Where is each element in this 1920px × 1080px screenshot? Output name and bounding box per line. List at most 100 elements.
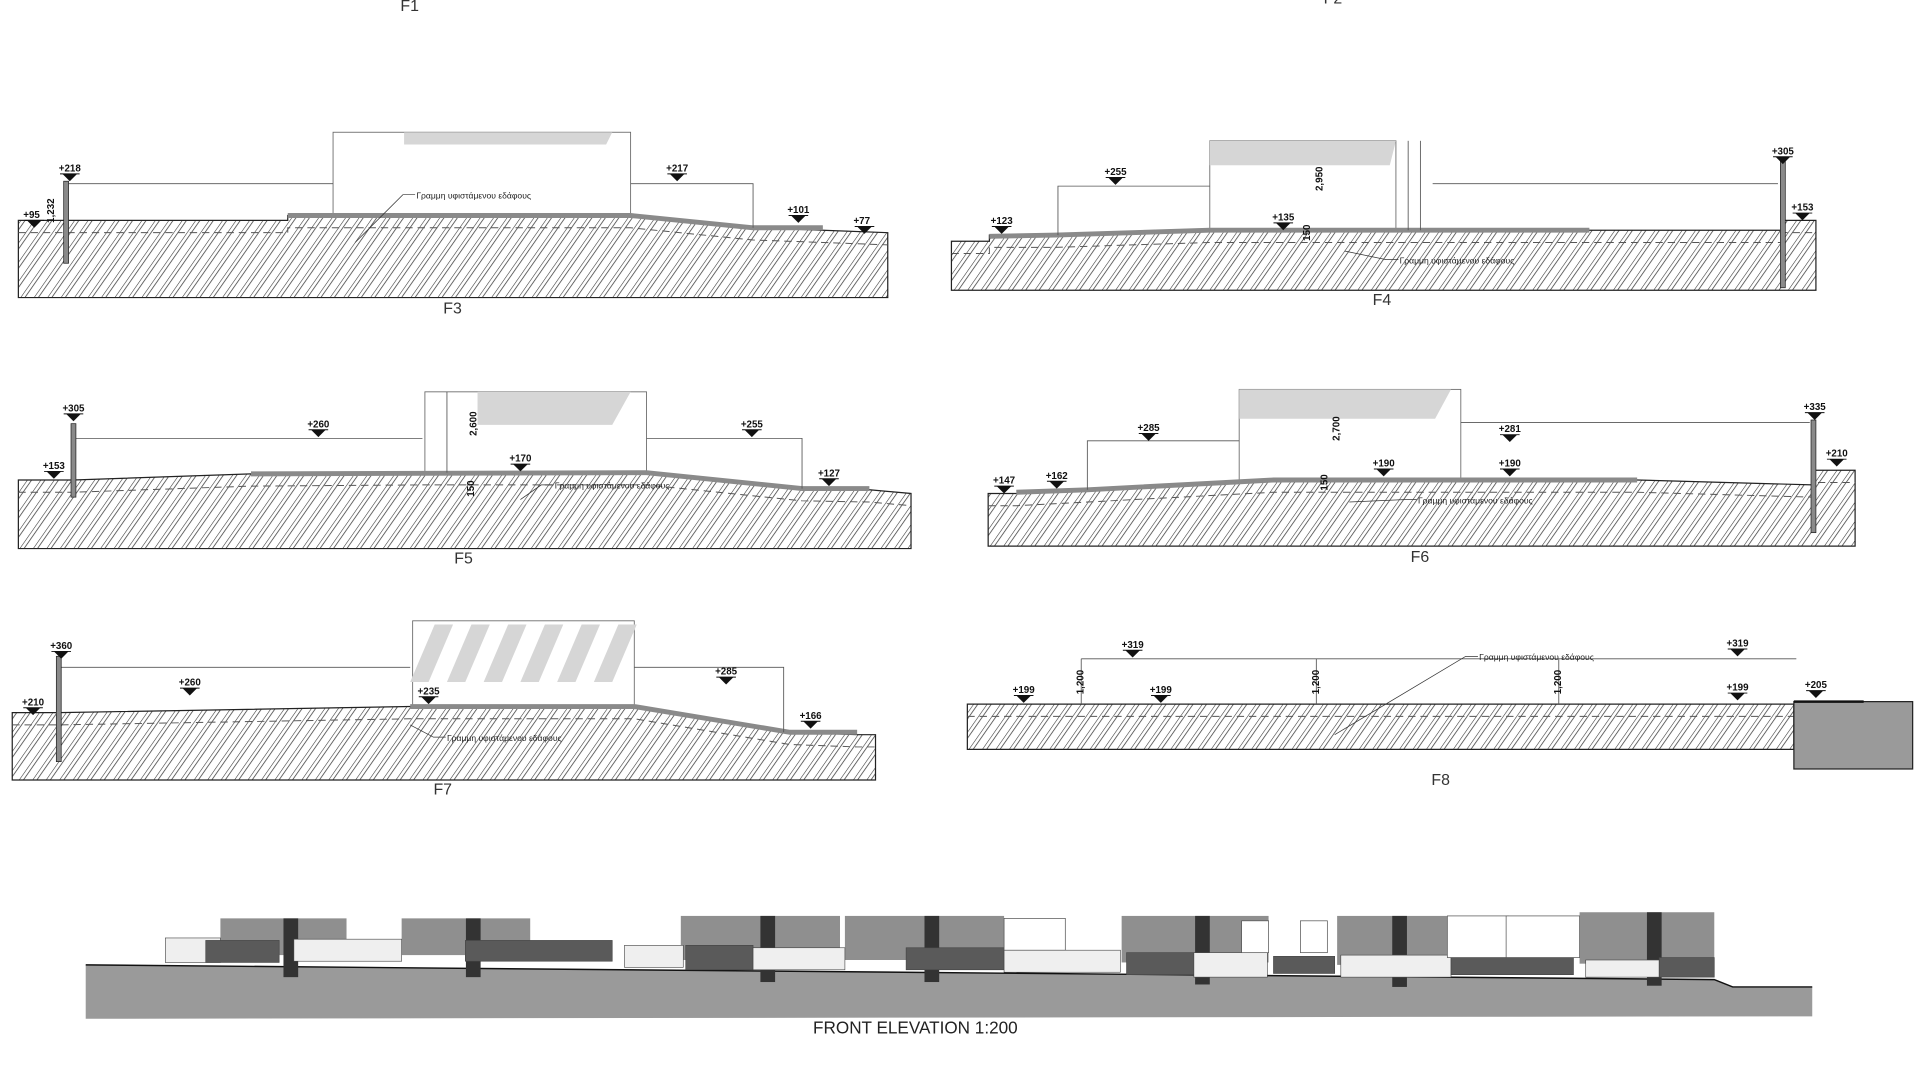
level-label: +199 [1727,683,1750,694]
dimension-label: 150 [466,480,477,497]
building-shade [1209,140,1396,166]
existing-ground-label: Γραμμη υφιστάμενου εδάφους [447,733,562,743]
house-window-block [1505,915,1580,958]
level-label: +255 [1104,167,1127,178]
building-hatch-stripe [593,624,637,683]
level-label: +101 [787,205,810,216]
level-marker-icon [791,215,806,223]
level-marker-icon [62,173,78,182]
paving-slab [1016,477,1638,495]
level-label: +162 [1046,471,1069,482]
wall-line [1057,185,1210,236]
ground-hatch [11,705,877,781]
leader-line [354,194,416,243]
boundary-wall [465,940,613,962]
level-marker-icon [1153,695,1169,703]
leader-line [520,484,554,500]
level-label: +135 [1272,212,1295,223]
section-label: F6 [1411,549,1430,566]
level-marker-icon [513,464,528,472]
level-label: +218 [59,163,82,174]
boundary-wall [1273,956,1335,974]
boundary-wall [205,940,280,963]
boundary-wall [1126,952,1195,976]
dimension-label: 150 [1302,224,1313,241]
level-marker-icon [857,226,872,234]
level-marker-icon [421,696,436,705]
level-label: +305 [62,403,85,414]
fence-post [1780,158,1786,289]
level-marker-icon [311,429,326,438]
dimension-label: 150 [1319,474,1330,491]
level-marker-icon [1275,222,1291,231]
level-marker-icon [821,478,837,487]
level-label: +127 [818,468,841,479]
adjacent-block [1793,701,1914,770]
level-label: +335 [1804,402,1827,413]
level-marker-icon [1795,213,1810,221]
level-marker-icon [1502,468,1518,477]
level-label: +199 [1150,685,1173,696]
level-marker-icon [1807,412,1823,420]
level-marker-icon [25,707,41,716]
level-label: +153 [43,461,66,472]
building-hatch-stripe [483,624,527,683]
front-elevation [85,912,1813,1019]
house-window-block [1003,918,1066,951]
dimension-label: 1,200 [1076,669,1087,694]
level-marker-icon [1125,650,1140,658]
level-label: +147 [993,476,1016,487]
level-marker-icon [1502,434,1518,443]
boundary-wall [752,947,846,971]
fence-post [55,655,62,762]
level-label: +235 [418,686,441,697]
boundary-wall [624,945,684,968]
house-window-block [1300,920,1328,954]
dimension-label: 2,950 [1314,166,1325,191]
dimension-label: 1,200 [1553,669,1564,694]
level-label: +153 [1791,203,1814,214]
boundary-wall [1658,957,1715,978]
level-marker-icon [1730,693,1745,701]
existing-ground-line [18,227,888,246]
level-marker-icon [182,688,198,696]
level-label: +77 [853,216,870,227]
building-hatch-stripe [410,624,454,683]
leader-line [410,724,446,738]
level-label: +255 [741,419,764,430]
level-marker-icon [1016,695,1032,703]
boundary-wall [1340,954,1452,978]
level-label: +123 [991,216,1014,227]
existing-ground-label: Γραμμη υφιστάμενου εδάφους [1479,652,1594,662]
building-hatch-stripe [520,624,564,683]
level-marker-icon [66,413,81,422]
level-label: +319 [1122,640,1145,651]
level-label: +190 [1499,459,1522,470]
section-label: F7 [433,782,452,799]
house-door [283,918,299,978]
level-label: +260 [179,678,202,689]
level-marker-icon [1775,156,1791,165]
level-marker-icon [718,677,734,685]
existing-ground-label: Γραμμη υφιστάμενου εδάφους [555,481,670,491]
level-label: +260 [307,419,330,430]
existing-ground-line [12,718,876,748]
level-label: +199 [1013,685,1036,696]
front-elevation-title: FRONT ELEVATION 1:200 [813,1017,1018,1037]
paving-slab [989,227,1590,239]
wall-line [646,437,803,489]
house-window-block [1241,920,1269,954]
level-label: +360 [50,641,73,652]
leader-line [1349,499,1417,503]
level-marker-icon [994,226,1009,234]
leader-line [1334,655,1478,736]
house-window-block [1446,915,1509,958]
dimension-label: 2,700 [1332,416,1343,441]
level-label: +166 [800,711,823,722]
section-f6: +147+162+285+190+281+190+335+2102,700150… [987,388,1856,566]
building-hatch-stripe [557,624,600,683]
